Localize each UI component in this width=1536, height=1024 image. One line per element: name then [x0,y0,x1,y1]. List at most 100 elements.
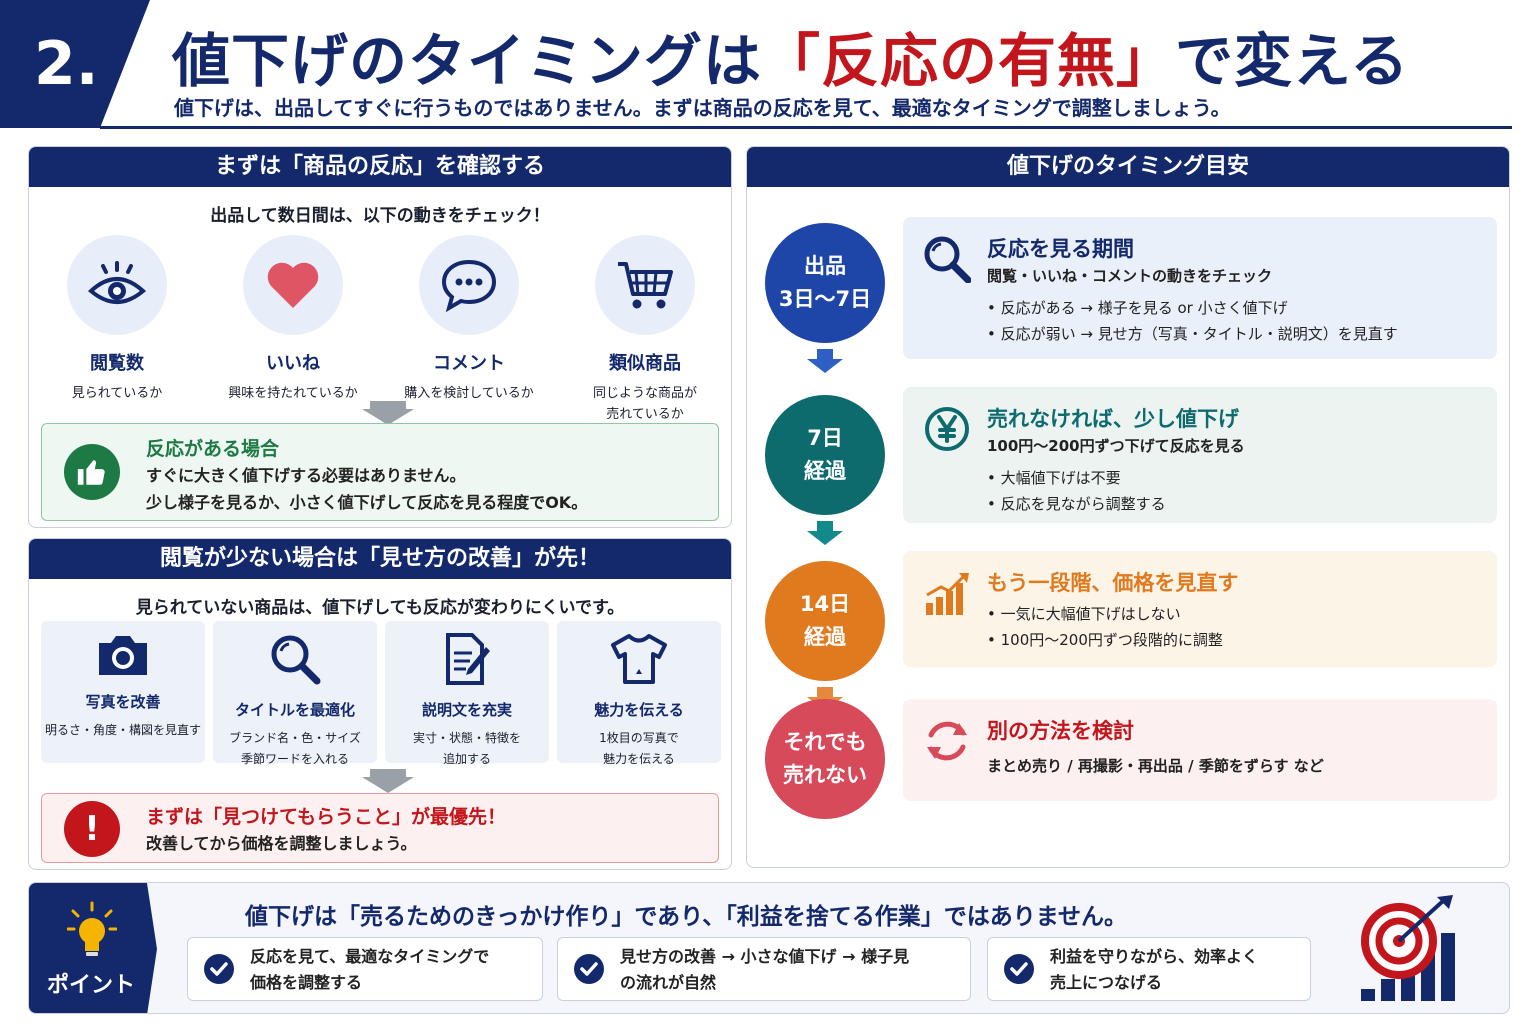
timeline-card: 別の方法を検討まとめ売り / 再撮影・再出品 / 季節をずらす など [903,699,1497,801]
point-message: 値下げは「売るためのきっかけ作り」であり、「利益を捨てる作業」ではありません。 [245,904,1128,930]
priority-note-body: 改善してから価格を調整しましょう。 [146,834,417,853]
check-desc-line: 興味を持たれているか [228,386,358,401]
header-divider [100,126,1512,129]
timeline-circle-text: 14日経過 [800,588,850,654]
point-bar: ポイント 値下げは「売るためのきっかけ作り」であり、「利益を捨てる作業」ではあり… [28,882,1510,1014]
timeline-title: 別の方法を検討 [987,719,1134,743]
section-number: 2. [0,0,150,128]
point-check-text: 利益を守りながら、効率よく売上につなげる [1050,944,1258,996]
improve-desc-line: 実寸・状態・特徴を [412,731,521,745]
heart-icon [243,235,343,335]
down-arrow-head-icon [362,777,414,793]
timeline-circle: それでも売れない [765,699,885,819]
point-check-line: の流れが自然 [620,973,717,992]
timeline-circle-text: 7日経過 [804,422,846,488]
timeline-bullet: • 100円〜200円ずつ段階的に調整 [987,631,1223,649]
eye-icon [67,235,167,335]
circle-line: それでも [783,730,867,754]
positive-note-body: すぐに大きく値下げする必要はありません。 少し様子を見るか、小さく値下げして反応… [146,462,587,516]
timeline-bullet: • 反応が弱い → 見せ方（写真・タイトル・説明文）を見直す [987,325,1398,343]
lightbulb-icon [66,901,118,967]
positive-reaction-note: 反応がある場合 すぐに大きく値下げする必要はありません。 少し様子を見るか、小さ… [41,423,719,521]
down-arrow-icon [370,769,406,777]
check-title: コメント [433,353,505,374]
circle-line: 経過 [804,459,846,483]
checkmark-icon [204,954,234,984]
checkmark-icon [574,954,604,984]
check-title: 類似商品 [609,353,681,374]
check-desc: 購入を検討しているか [381,383,557,404]
timeline-subtitle: 100円〜200円ずつ下げて反応を見る [987,437,1245,455]
positive-note-title: 反応がある場合 [146,438,280,460]
target-growth-icon [1357,895,1459,1007]
point-check-text: 反応を見て、最適なタイミングで価格を調整する [250,944,489,996]
improve-desc-line: 明るさ・角度・構図を見直す [44,723,201,737]
timeline-subtitle: 閲覧・いいね・コメントの動きをチェック [987,267,1273,285]
timeline-card: 売れなければ、少し値下げ 100円〜200円ずつ下げて反応を見る • 大幅値下げは不… [903,387,1497,523]
down-arrow-icon [370,401,406,409]
improve-desc-line: 追加する [442,752,491,766]
improve-card: 写真を改善明るさ・角度・構図を見直す [41,621,205,763]
timeline-bullets: • 反応がある → 様子を見る or 小さく値下げ • 反応が弱い → 見せ方（写… [987,295,1398,347]
camera-icon [41,633,205,681]
title-post: で変える [1175,27,1410,95]
check-desc-line: 購入を検討しているか [404,386,534,401]
timeline-title: 売れなければ、少し値下げ [987,407,1239,431]
page-title: 値下げのタイミングは「反応の有無」で変える [172,14,1409,98]
improve-panel: 閲覧が少ない場合は「見せ方の改善」が先！ 見られていない商品は、値下げしても反応… [28,538,732,870]
yen-icon [923,405,971,453]
magnifier-icon [213,633,377,689]
timeline-circle: 7日経過 [765,395,885,515]
timeline-card: 反応を見る期間閲覧・いいね・コメントの動きをチェック • 反応がある → 様子を見… [903,217,1497,359]
check-title: 閲覧数 [90,353,144,374]
timeline-title: 反応を見る期間 [987,237,1134,261]
improve-heading: 閲覧が少ない場合は「見せ方の改善」が先！ [29,539,731,579]
improve-card: 説明文を充実実寸・状態・特徴を追加する [385,621,549,766]
title-highlight: 「反応の有無」 [762,27,1176,95]
positive-note-line: すぐに大きく値下げする必要はありません。 [146,466,466,485]
improve-desc-line: 魅力を伝える [603,752,675,766]
tshirt-icon [557,633,721,689]
exclamation-icon: ! [64,801,120,857]
timeline-bullet: • 反応がある → 様子を見る or 小さく値下げ [987,299,1288,317]
circle-line: 経過 [803,625,846,649]
improve-title: 魅力を伝える [594,701,684,719]
timing-heading: 値下げのタイミング目安 [747,147,1509,187]
title-pre: 値下げのタイミングは [172,27,763,95]
chat-bubble-icon [419,235,519,335]
positive-note-line: 少し様子を見るか、小さく値下げして反応を見る程度でOK。 [146,493,588,512]
improve-card-list: 写真を改善明るさ・角度・構図を見直すタイトルを最適化ブランド名・色・サイズ季節ワ… [41,621,721,766]
improve-lead: 見られていない商品は、値下げしても反応が変わりにくいです。 [135,598,625,618]
improve-title: 写真を改善 [85,693,161,711]
check-desc-line: 同じような商品が [592,386,697,401]
improve-title: 説明文を充実 [421,701,512,719]
improve-desc: ブランド名・色・サイズ季節ワードを入れる [213,728,377,770]
checkmark-icon [1004,954,1034,984]
check-desc: 興味を持たれているか [205,383,381,404]
improve-desc: 1枚目の写真で魅力を伝える [557,728,721,770]
reaction-lead: 出品して数日間は、以下の動きをチェック！ [210,206,550,226]
check-title: いいね [266,353,320,374]
point-check-item: 見せ方の改善 → 小さな値下げ → 様子見の流れが自然 [557,937,971,1001]
timeline-circle: 14日経過 [765,561,885,681]
point-check-item: 利益を守りながら、効率よく売上につなげる [987,937,1311,1001]
improve-desc-line: 季節ワードを入れる [240,752,349,766]
thumbs-up-icon [64,444,120,500]
page-subtitle: 値下げは、出品してすぐに行うものではありません。まずは商品の反応を見て、最適なタ… [174,96,1231,120]
timeline-title: もう一段階、価格を見直す [987,571,1239,595]
point-check-line: 売上につなげる [1050,973,1163,992]
timeline-bullet: • 一気に大幅値下げはしない [987,605,1181,623]
point-check-line: 利益を守りながら、効率よく [1050,947,1259,966]
reaction-check-list: 閲覧数見られているかいいね興味を持たれているかコメント購入を検討しているか類似商… [29,235,731,425]
point-check-line: 反応を見て、最適なタイミングで [250,947,490,966]
document-pen-icon [385,633,549,689]
timeline-bullet: • 大幅値下げは不要 [987,469,1121,487]
reaction-check-item: 類似商品同じような商品が売れているか [557,235,731,425]
down-arrow-icon [805,349,845,373]
check-desc-line: 売れているか [606,407,684,422]
point-check-line: 見せ方の改善 → 小さな値下げ → 様子見 [620,947,910,966]
